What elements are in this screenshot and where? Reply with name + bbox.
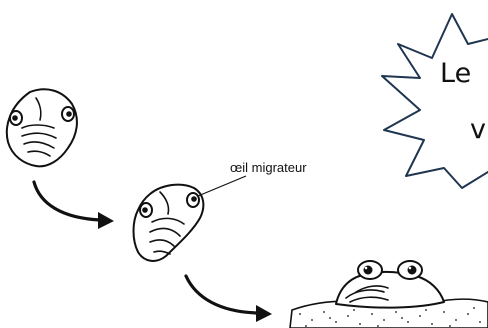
fish-stage-3: [290, 261, 488, 328]
migrating-eye-label: œil migrateur: [230, 160, 307, 175]
fish-stage-2: [134, 185, 204, 261]
speech-burst-text-line1: Le: [440, 58, 471, 89]
speech-burst-text-line2: v: [470, 114, 486, 145]
arrow-stage-1-to-2: [34, 182, 114, 229]
speech-burst: [382, 14, 488, 188]
fish-stage-1: [7, 89, 77, 166]
arrow-stage-2-to-3: [186, 276, 272, 322]
migrating-eye-leader: [198, 176, 246, 196]
